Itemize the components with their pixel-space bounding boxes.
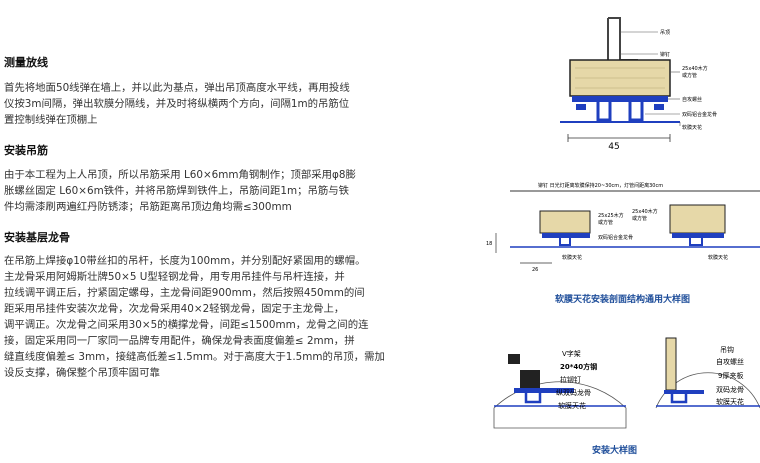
label-keel-long: 纵双码龙骨 bbox=[556, 388, 591, 397]
text-line: 置控制线弹在顶棚上 bbox=[4, 114, 98, 126]
label-keel: 双码铝合金龙骨 bbox=[682, 111, 717, 118]
diagram-install-detail: V字架 20*40方钢 拉铆钉 纵双码龙骨 软膜天花 吊钩 自攻螺丝 9厚夹板 … bbox=[493, 337, 760, 429]
label-steel: 20*40方钢 bbox=[560, 362, 597, 371]
label-membrane: 软膜天花 bbox=[682, 124, 702, 131]
text-line: 仪按3m间隔，弹出软膜分隔线，并及时将纵横两个方向，间隔1m的吊筋位 bbox=[4, 98, 350, 110]
text-line: 首先将地面50线弹在墙上，并以此为基点，弹出吊顶高度水平线，再用投线 bbox=[4, 82, 350, 94]
caption-install: 安装大样图 bbox=[592, 446, 638, 456]
label-membrane-b: 软膜天花 bbox=[708, 254, 728, 261]
figure-column: 45 吊顶 铆钉 25x40木方 或方管 自攻螺丝 双码铝合金龙骨 软膜天花 铆… bbox=[480, 0, 760, 463]
dimension-label: 45 bbox=[608, 142, 619, 152]
label-ceiling: 吊顶 bbox=[660, 30, 670, 36]
text-line: 拉线调平调正后，拧紧固定螺母，主龙骨间距900mm，然后按照450mm的间 bbox=[4, 287, 365, 299]
para-keel: 在吊筋上焊接φ10带丝扣的吊杆，长度为100mm，并分别配好紧固用的螺帽。 主龙… bbox=[4, 253, 408, 381]
label-keel: 双码铝合金龙骨 bbox=[598, 234, 633, 241]
label-screw: 自攻螺丝 bbox=[682, 96, 702, 103]
diagram-ceiling-section: 铆钉 日光灯距离软膜保持20~30cm，灯管间距离30cm 18 26 25x2… bbox=[486, 182, 760, 273]
text-line: 胀螺丝固定 L60×6m铁件，并将吊筋焊到铁件上，吊筋间距1m；吊筋与铁 bbox=[4, 185, 350, 197]
label-rivet: 拉铆钉 bbox=[560, 375, 581, 384]
diagram-section-detail: 45 吊顶 铆钉 25x40木方 或方管 自攻螺丝 双码铝合金龙骨 软膜天花 bbox=[560, 17, 717, 152]
heading-hanger: 安装吊筋 bbox=[4, 144, 48, 157]
dim-left: 18 bbox=[486, 241, 492, 247]
text-line: 调平调正。次龙骨之间采用30×5的横撑龙骨，间距≤1500mm，龙骨之间的连 bbox=[4, 319, 369, 331]
para-hanger: 由于本工程为上人吊顶，所以吊筋采用 L60×6mm角钢制作；顶部采用φ8膨 胀螺… bbox=[4, 167, 408, 215]
text-line: 件均需漆刷两遍红丹防锈漆；吊筋距离吊顶边角均需≤300mm bbox=[4, 201, 292, 213]
text-line: 设反支撑，确保整个吊顶牢固可靠 bbox=[4, 367, 160, 379]
text-line: 在吊筋上焊接φ10带丝扣的吊杆，长度为100mm，并分别配好紧固用的螺帽。 bbox=[4, 255, 366, 267]
label-membrane-r: 软膜天花 bbox=[716, 397, 744, 406]
label-tube-a: 或方管 bbox=[598, 219, 613, 226]
text-line: 缝直线度偏差≤ 3mm，接缝高低差≤1.5mm。对于高度大于1.5mm的吊顶，需… bbox=[4, 351, 385, 363]
label-screw: 自攻螺丝 bbox=[716, 357, 744, 366]
caption-section: 软膜天花安装剖面结构通用大样图 bbox=[555, 295, 691, 305]
text-line: 主龙骨采用阿姆斯壮牌50×5 U型轻钢龙骨，用专用吊挂件与吊杆连接，并 bbox=[4, 271, 345, 283]
top-note: 铆钉 日光灯距离软膜保持20~30cm，灯管间距离30cm bbox=[538, 182, 663, 189]
heading-keel: 安装基层龙骨 bbox=[4, 231, 70, 244]
text-line: 由于本工程为上人吊顶，所以吊筋采用 L60×6mm角钢制作；顶部采用φ8膨 bbox=[4, 169, 356, 181]
label-rivet: 铆钉 bbox=[660, 51, 670, 58]
label-v-frame: V字架 bbox=[562, 349, 581, 358]
label-tube-b: 或方管 bbox=[632, 215, 647, 222]
label-tube: 或方管 bbox=[682, 72, 697, 79]
dim-bottom: 26 bbox=[532, 267, 538, 273]
label-membrane-a: 软膜天花 bbox=[562, 254, 582, 261]
label-plywood: 9厚夹板 bbox=[718, 371, 743, 380]
label-keel-double: 双码龙骨 bbox=[716, 385, 744, 394]
label-hook: 吊钩 bbox=[720, 345, 734, 354]
text-line: 距采用吊挂件安装次龙骨，次龙骨采用40×2轻钢龙骨，固定于主龙骨上， bbox=[4, 303, 345, 315]
heading-measure: 测量放线 bbox=[4, 56, 48, 69]
text-line: 接，固定采用同一厂家同一品牌专用配件，确保龙骨表面度偏差≤ 2mm，拼 bbox=[4, 335, 355, 347]
label-wood-a: 25x25木方 bbox=[598, 212, 624, 219]
label-wood-b: 25x40木方 bbox=[632, 208, 658, 215]
label-membrane: 软膜天花 bbox=[558, 401, 586, 410]
label-wood: 25x40木方 bbox=[682, 65, 708, 72]
para-measure: 首先将地面50线弹在墙上，并以此为基点，弹出吊顶高度水平线，再用投线 仪按3m间… bbox=[4, 80, 408, 128]
